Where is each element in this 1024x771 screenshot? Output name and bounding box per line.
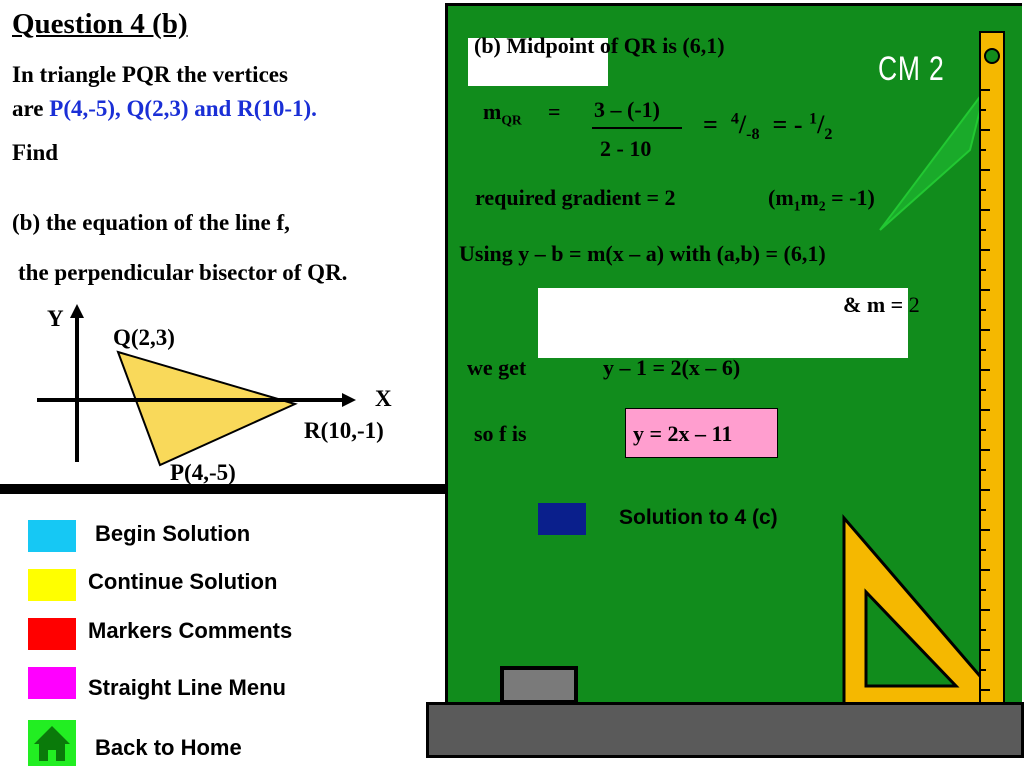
triangle-graph [37, 304, 356, 467]
m-value-text: & m = 2 [843, 292, 920, 317]
x-axis-arrow [342, 393, 356, 407]
question-line-5: the perpendicular bisector of QR. [18, 260, 348, 285]
m-subscript: QR [501, 112, 522, 128]
board-ledge [426, 702, 1024, 758]
continue-solution-label[interactable]: Continue Solution [88, 569, 278, 594]
back-to-home-button[interactable] [28, 720, 76, 766]
question-line-2-prefix: are [12, 96, 50, 121]
so-f-is-label: so f is [474, 421, 527, 446]
hidden-answer-box-2 [538, 288, 908, 358]
perpendicular-condition: (m1m2 = -1) [768, 185, 875, 214]
hidden-answer-box-1 [468, 38, 608, 86]
question-line-4: (b) the equation of the line f, [12, 210, 290, 235]
question-line-2: are P(4,-5), Q(2,3) and R(10-1). [12, 96, 317, 122]
question-line-1: In triangle PQR the vertices [12, 62, 288, 87]
back-to-home-label[interactable]: Back to Home [95, 735, 242, 760]
using-formula-text: Using y – b = m(x – a) with (a,b) = (6,1… [459, 241, 826, 266]
vertex-q-label: Q(2,3) [113, 325, 175, 350]
triangle-pqr [116, 350, 298, 467]
markers-comments-button[interactable] [28, 618, 76, 650]
board-drawn-triangle [879, 89, 986, 231]
y-axis-arrow [70, 304, 84, 318]
straight-line-menu-button[interactable] [28, 667, 76, 699]
solution-4c-button[interactable] [538, 503, 586, 535]
markers-comments-label[interactable]: Markers Comments [88, 618, 293, 643]
fraction-bar [592, 127, 682, 129]
we-get-equation: y – 1 = 2(x – 6) [603, 355, 741, 380]
home-icon [34, 726, 70, 761]
solution-4c-label[interactable]: Solution to 4 (c) [619, 506, 778, 529]
answer-box [625, 408, 778, 458]
ruler-ticks [980, 89, 990, 691]
continue-solution-button[interactable] [28, 569, 76, 601]
gradient-equals: = [548, 99, 561, 124]
gradient-result: = 4/-8 = - 1/2 [703, 110, 833, 144]
midpoint-text: (b) Midpoint of QR is (6,1) [474, 33, 725, 58]
panel-divider [0, 484, 446, 494]
straight-line-menu-label[interactable]: Straight Line Menu [88, 675, 286, 700]
question-title: Question 4 (b) [12, 8, 188, 40]
vertex-r-label: R(10,-1) [304, 418, 384, 443]
question-line-3: Find [12, 140, 59, 165]
begin-solution-button[interactable] [28, 520, 76, 552]
gradient-denominator: 2 - 10 [600, 136, 652, 161]
y-axis-label: Y [47, 306, 64, 331]
cm2-logo: CM 2 [878, 50, 945, 88]
set-square [842, 513, 1008, 706]
we-get-label: we get [467, 355, 527, 380]
m-symbol: m [483, 99, 502, 124]
answer-text: y = 2x – 11 [633, 421, 733, 446]
board-eraser [500, 666, 578, 704]
x-axis-label: X [375, 386, 392, 411]
required-gradient-text: required gradient = 2 [475, 185, 676, 210]
question-vertices: P(4,-5), Q(2,3) and R(10-1). [49, 96, 317, 121]
vertex-p-label: P(4,-5) [170, 460, 236, 485]
gradient-numerator: 3 – (-1) [594, 97, 660, 122]
ruler [979, 31, 1005, 709]
gradient-qr-label: mQR [483, 99, 522, 128]
begin-solution-label[interactable]: Begin Solution [95, 521, 251, 546]
